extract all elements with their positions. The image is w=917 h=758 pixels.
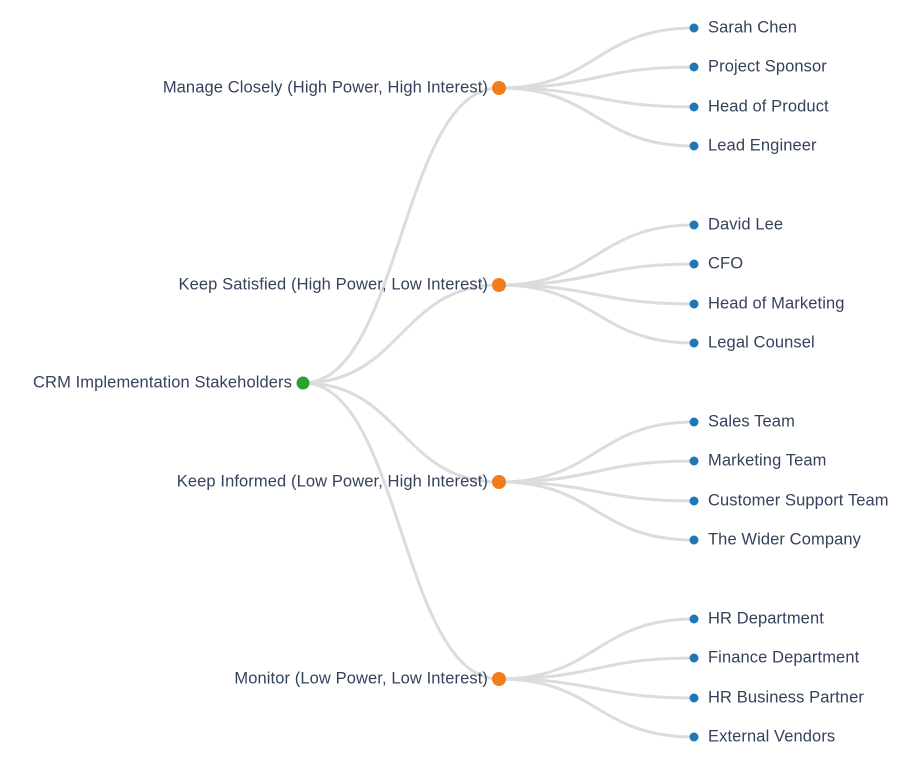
link-root-to-category-0 xyxy=(301,86,501,385)
leaf-node-label: David Lee xyxy=(708,215,784,234)
leaf-node-dot[interactable] xyxy=(689,732,699,742)
leaf-node-label: Head of Marketing xyxy=(708,294,845,313)
link-category-1-to-leaf-0 xyxy=(497,223,696,287)
link-root-to-category-1 xyxy=(301,283,501,385)
category-node-label: Keep Informed (Low Power, High Interest) xyxy=(176,472,488,491)
leaf-node-label: Marketing Team xyxy=(708,451,827,470)
link-category-2-to-leaf-1 xyxy=(497,459,696,484)
leaf-node-label: Sales Team xyxy=(708,412,795,431)
root-node-label: CRM Implementation Stakeholders xyxy=(33,373,292,392)
link-category-1-to-leaf-1 xyxy=(497,262,696,287)
leaf-node-dot[interactable] xyxy=(689,220,699,230)
leaf-node-dot[interactable] xyxy=(689,456,699,466)
link-category-0-to-leaf-3 xyxy=(497,86,696,148)
leaf-node-dot[interactable] xyxy=(689,338,699,348)
leaf-node-dot[interactable] xyxy=(689,417,699,427)
link-category-2-to-leaf-3 xyxy=(497,480,696,542)
category-node-label: Monitor (Low Power, Low Interest) xyxy=(234,669,488,688)
leaf-node-label: CFO xyxy=(708,254,744,273)
leaf-node-label: Sarah Chen xyxy=(708,18,798,37)
link-category-2-to-leaf-0 xyxy=(497,420,696,484)
leaf-node-dot[interactable] xyxy=(689,23,699,33)
leaf-node-label: Customer Support Team xyxy=(708,491,889,510)
link-root-to-category-2 xyxy=(301,381,501,484)
leaf-node-label: HR Department xyxy=(708,609,824,628)
leaf-node-label: Legal Counsel xyxy=(708,333,815,352)
link-category-3-to-leaf-1 xyxy=(497,656,696,681)
leaf-node-label: The Wider Company xyxy=(708,530,862,549)
link-root-to-category-3 xyxy=(301,381,501,681)
leaf-node-dot[interactable] xyxy=(689,496,699,506)
leaf-node-label: HR Business Partner xyxy=(708,688,864,707)
link-category-0-to-leaf-1 xyxy=(497,65,696,90)
root-node-dot[interactable] xyxy=(296,376,310,390)
category-node-dot[interactable] xyxy=(492,672,506,686)
category-node-dot[interactable] xyxy=(492,278,506,292)
leaf-node-dot[interactable] xyxy=(689,614,699,624)
leaf-node-label: Project Sponsor xyxy=(708,57,827,76)
link-category-3-to-leaf-2 xyxy=(497,677,696,700)
leaf-node-dot[interactable] xyxy=(689,693,699,703)
category-node-label: Manage Closely (High Power, High Interes… xyxy=(162,78,488,97)
leaf-node-dot[interactable] xyxy=(689,259,699,269)
leaf-node-label: External Vendors xyxy=(708,727,836,746)
leaf-node-label: Head of Product xyxy=(708,97,829,116)
leaf-node-dot[interactable] xyxy=(689,141,699,151)
leaf-node-dot[interactable] xyxy=(689,102,699,112)
leaf-node-label: Finance Department xyxy=(708,648,860,667)
link-category-0-to-leaf-0 xyxy=(497,26,696,90)
category-node-label: Keep Satisfied (High Power, Low Interest… xyxy=(178,275,488,294)
category-node-dot[interactable] xyxy=(492,475,506,489)
link-category-2-to-leaf-2 xyxy=(497,480,696,503)
link-category-1-to-leaf-3 xyxy=(497,283,696,345)
leaf-node-dot[interactable] xyxy=(689,62,699,72)
link-category-3-to-leaf-3 xyxy=(497,677,696,739)
link-category-0-to-leaf-2 xyxy=(497,86,696,109)
leaf-node-label: Lead Engineer xyxy=(708,136,817,155)
link-category-1-to-leaf-2 xyxy=(497,283,696,306)
category-node-dot[interactable] xyxy=(492,81,506,95)
leaf-node-dot[interactable] xyxy=(689,653,699,663)
leaf-node-dot[interactable] xyxy=(689,535,699,545)
link-category-3-to-leaf-0 xyxy=(497,617,696,681)
leaf-node-dot[interactable] xyxy=(689,299,699,309)
